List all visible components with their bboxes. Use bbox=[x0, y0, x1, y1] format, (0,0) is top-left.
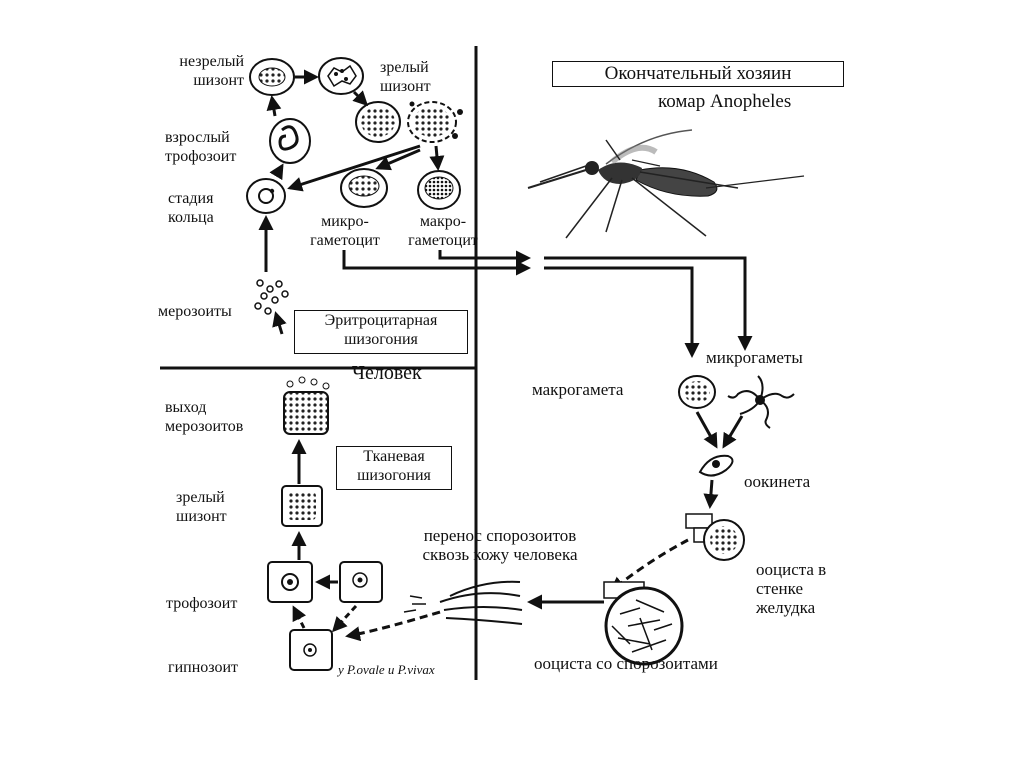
label-sporozoite-transfer-line1: перенос спорозоитов bbox=[423, 526, 577, 545]
line-macro-gametocyte bbox=[438, 250, 531, 266]
label-macro-gametocyte-line1: макро- bbox=[419, 213, 467, 230]
label-immature-schizont: незрелый шизонт bbox=[152, 52, 244, 90]
label-macro-gametocyte-line2: гаметоцит bbox=[408, 232, 478, 249]
tissue-trophozoite-cell bbox=[267, 561, 313, 603]
adult-trophozoite-cell bbox=[269, 118, 311, 164]
line-to-macrogamete bbox=[544, 266, 700, 358]
arrow-gametes-to-fusion bbox=[695, 411, 718, 449]
label-merozoite-release: выход мерозоитов bbox=[165, 398, 243, 436]
label-mature-schizont-line2: шизонт bbox=[380, 78, 431, 95]
label-ring-stage: стадия кольца bbox=[168, 189, 214, 227]
liver-cell-right bbox=[339, 561, 383, 603]
oocyst-wall-cell bbox=[685, 513, 745, 561]
line-micro-gametocyte bbox=[342, 250, 531, 276]
arrow-developing-to-mature bbox=[352, 90, 369, 107]
label-hypnozoite: гипнозоит bbox=[168, 659, 239, 676]
arrow-ookinete-to-oocyst bbox=[703, 479, 719, 509]
label-macro-gametocyte: макро- гаметоцит bbox=[388, 212, 498, 250]
microgametes-shape bbox=[727, 375, 795, 429]
label-macrogamete: макрогамета bbox=[532, 380, 624, 399]
label-oocyst-wall: ооциста в стенке желудка bbox=[756, 560, 826, 617]
label-immature-schizont-line1: незрелый bbox=[179, 53, 244, 70]
label-micro-gametocyte-line2: гаметоцит bbox=[310, 232, 380, 249]
oocyst-sporozoites-cell bbox=[603, 581, 684, 666]
label-ring-stage-line1: стадия bbox=[168, 190, 214, 207]
label-tissue-mature-schizont-line1: зрелый bbox=[176, 489, 225, 506]
label-adult-trophozoite-line2: трофозоит bbox=[165, 148, 237, 165]
mature-schizont-cell-a bbox=[355, 101, 401, 143]
label-mature-schizont: зрелый шизонт bbox=[380, 58, 431, 96]
macro-gametocyte-cell bbox=[417, 170, 461, 210]
arrow-liver-to-hypnozoite bbox=[331, 604, 358, 633]
label-tissue-mature-schizont-line2: шизонт bbox=[176, 508, 227, 525]
label-ring-stage-line2: кольца bbox=[168, 209, 214, 226]
line-to-microgametes bbox=[544, 256, 753, 351]
micro-gametocyte-cell bbox=[340, 168, 388, 208]
erythrocytic-box-line1: Эритроцитарная bbox=[324, 312, 438, 329]
anopheles-mosquito-image bbox=[527, 129, 805, 239]
arrow-trophozoite-to-immature bbox=[266, 95, 282, 117]
tissue-box-line2: шизогония bbox=[357, 467, 431, 484]
label-oocyst-sporozoites: ооциста со спорозоитами bbox=[534, 654, 718, 673]
label-human: Человек bbox=[352, 362, 422, 384]
label-oocyst-wall-line1: ооциста в bbox=[756, 560, 827, 579]
merozoite-release-cell bbox=[283, 376, 330, 435]
merozoites-cluster bbox=[254, 279, 289, 315]
arrow-mature-to-macro bbox=[429, 145, 445, 171]
label-immature-schizont-line2: шизонт bbox=[193, 72, 244, 89]
macrogamete-cell bbox=[678, 375, 716, 409]
label-adult-trophozoite-line1: взрослый bbox=[165, 129, 230, 146]
label-adult-trophozoite: взрослый трофозоит bbox=[165, 128, 236, 166]
arrow-box-to-merozoites bbox=[272, 311, 287, 335]
arrow-hypnozoite-to-trophozoite bbox=[292, 605, 307, 629]
erythrocytic-schizogony-box: Эритроцитарная шизогония bbox=[294, 310, 468, 354]
label-hypnozoite-note: у P.ovale и P.vivax bbox=[338, 662, 435, 677]
label-merozoites: мерозоиты bbox=[158, 303, 232, 320]
ring-stage-cell bbox=[246, 178, 286, 214]
label-merozoite-release-line2: мерозоитов bbox=[165, 418, 244, 435]
ookinete-cell bbox=[698, 454, 734, 477]
definitive-host-title-box: Окончательный хозяин bbox=[552, 61, 844, 87]
erythrocytic-box-line2: шизогония bbox=[344, 331, 418, 348]
label-sporozoite-transfer-line2: сквозь кожу человека bbox=[422, 545, 578, 564]
label-sporozoite-transfer: перенос спорозоитов сквозь кожу человека bbox=[372, 526, 628, 564]
label-microgametes: микрогаметы bbox=[706, 348, 803, 367]
label-ookinete: оокинета bbox=[744, 472, 811, 491]
hypnozoite-cell bbox=[289, 629, 333, 671]
mature-schizont-cell-bursting bbox=[407, 101, 463, 143]
definitive-host-title: Окончательный хозяин bbox=[604, 63, 792, 84]
tissue-mature-schizont-cell bbox=[281, 485, 323, 527]
definitive-host-subtitle: комар Anopheles bbox=[658, 91, 792, 112]
label-merozoite-release-line1: выход bbox=[165, 399, 207, 416]
arrow-mature-to-ring bbox=[287, 144, 421, 192]
tissue-schizogony-box: Тканевая шизогония bbox=[336, 446, 452, 490]
label-oocyst-wall-line2: стенке bbox=[756, 579, 803, 598]
arrow-mature-to-micro bbox=[375, 148, 421, 171]
label-trophozoite: трофозоит bbox=[166, 595, 238, 612]
label-mature-schizont-line1: зрелый bbox=[380, 59, 429, 76]
arrow-microgamete-to-fusion bbox=[722, 415, 744, 449]
tissue-box-line1: Тканевая bbox=[363, 448, 425, 465]
sporozoite-transfer-image bbox=[403, 580, 523, 625]
label-micro-gametocyte-line1: микро- bbox=[321, 213, 369, 230]
arrow-transfer-to-hypnozoite bbox=[345, 610, 441, 642]
label-micro-gametocyte: микро- гаметоцит bbox=[300, 212, 390, 250]
label-oocyst-wall-line3: желудка bbox=[756, 598, 816, 617]
label-tissue-mature-schizont: зрелый шизонт bbox=[176, 488, 227, 526]
developing-schizont-cell bbox=[318, 57, 364, 95]
arrow-ring-to-trophozoite bbox=[269, 163, 284, 181]
immature-schizont-cell bbox=[249, 58, 295, 96]
